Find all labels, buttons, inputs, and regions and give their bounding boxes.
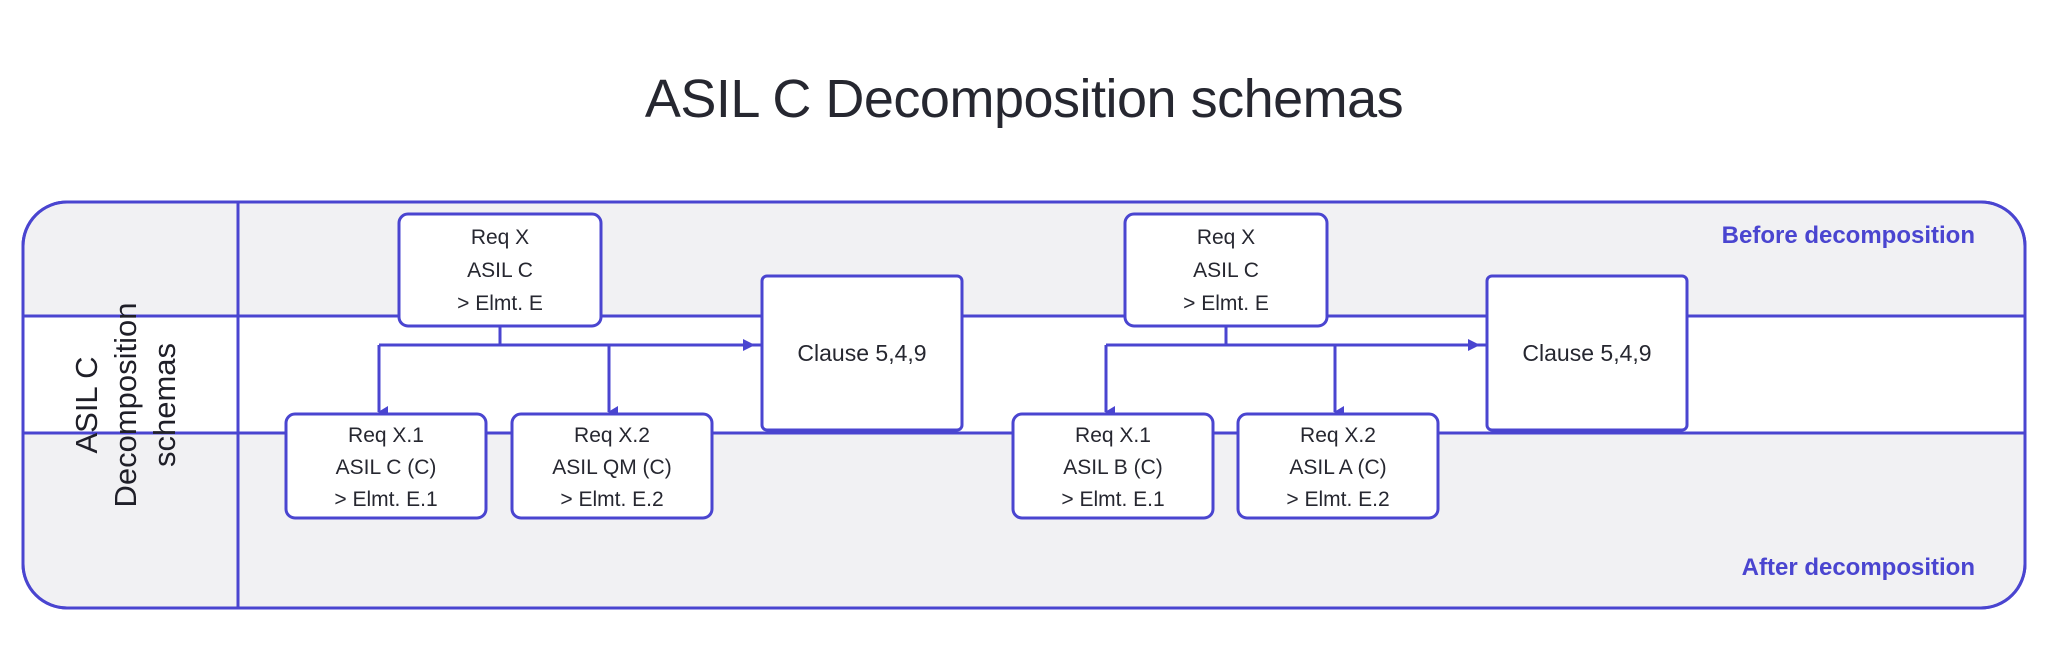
side-label-line-2: Decomposition [108,302,143,507]
req-x1-box-right-line-3: > Elmt. E.1 [1061,488,1164,511]
req-x1-box-left-line-2: ASIL C (C) [336,456,437,479]
req-x-box-left-line-1: Req X [471,226,529,249]
req-x2-box-left[interactable]: Req X.2 ASIL QM (C) > Elmt. E.2 [510,412,714,520]
req-x-box-left[interactable]: Req X ASIL C > Elmt. E [397,212,603,328]
req-x-box-right-line-2: ASIL C [1193,259,1259,282]
req-x2-box-right-line-1: Req X.2 [1300,424,1376,447]
req-x1-box-left-line-3: > Elmt. E.1 [334,488,437,511]
page-title: ASIL C Decomposition schemas [644,69,1404,130]
clause-box-right-label: Clause 5,4,9 [1522,340,1651,366]
req-x1-box-right[interactable]: Req X.1 ASIL B (C) > Elmt. E.1 [1011,412,1215,520]
req-x1-box-right-line-1: Req X.1 [1075,424,1151,447]
req-x2-box-left-line-1: Req X.2 [574,424,650,447]
req-x1-box-left-line-1: Req X.1 [348,424,424,447]
side-label: ASIL C Decomposition schemas [69,302,182,507]
req-x1-box-right-line-2: ASIL B (C) [1063,456,1163,479]
before-decomposition-label: Before decomposition [1722,222,1975,249]
diagram-panel-outline [21,200,2027,610]
decomposition-diagram: ASIL C Decomposition schemas Before deco… [0,186,2048,626]
after-decomposition-label: After decomposition [1742,554,1975,581]
req-x-box-left-line-2: ASIL C [467,259,533,282]
req-x2-box-right[interactable]: Req X.2 ASIL A (C) > Elmt. E.2 [1236,412,1440,520]
req-x1-box-left[interactable]: Req X.1 ASIL C (C) > Elmt. E.1 [284,412,488,520]
req-x-box-left-line-3: > Elmt. E [457,292,543,315]
side-label-line-3: schemas [147,343,182,467]
req-x-box-right-line-3: > Elmt. E [1183,292,1269,315]
req-x-box-right-line-1: Req X [1197,226,1255,249]
clause-box-left-label: Clause 5,4,9 [797,340,926,366]
req-x2-box-left-line-3: > Elmt. E.2 [560,488,663,511]
req-x2-box-right-line-3: > Elmt. E.2 [1286,488,1389,511]
req-x-box-right[interactable]: Req X ASIL C > Elmt. E [1123,212,1329,328]
req-x2-box-right-line-2: ASIL A (C) [1289,456,1386,479]
side-label-line-1: ASIL C [69,356,104,453]
req-x2-box-left-line-2: ASIL QM (C) [552,456,671,479]
clause-box-left[interactable]: Clause 5,4,9 [760,274,964,432]
clause-box-right[interactable]: Clause 5,4,9 [1485,274,1689,432]
